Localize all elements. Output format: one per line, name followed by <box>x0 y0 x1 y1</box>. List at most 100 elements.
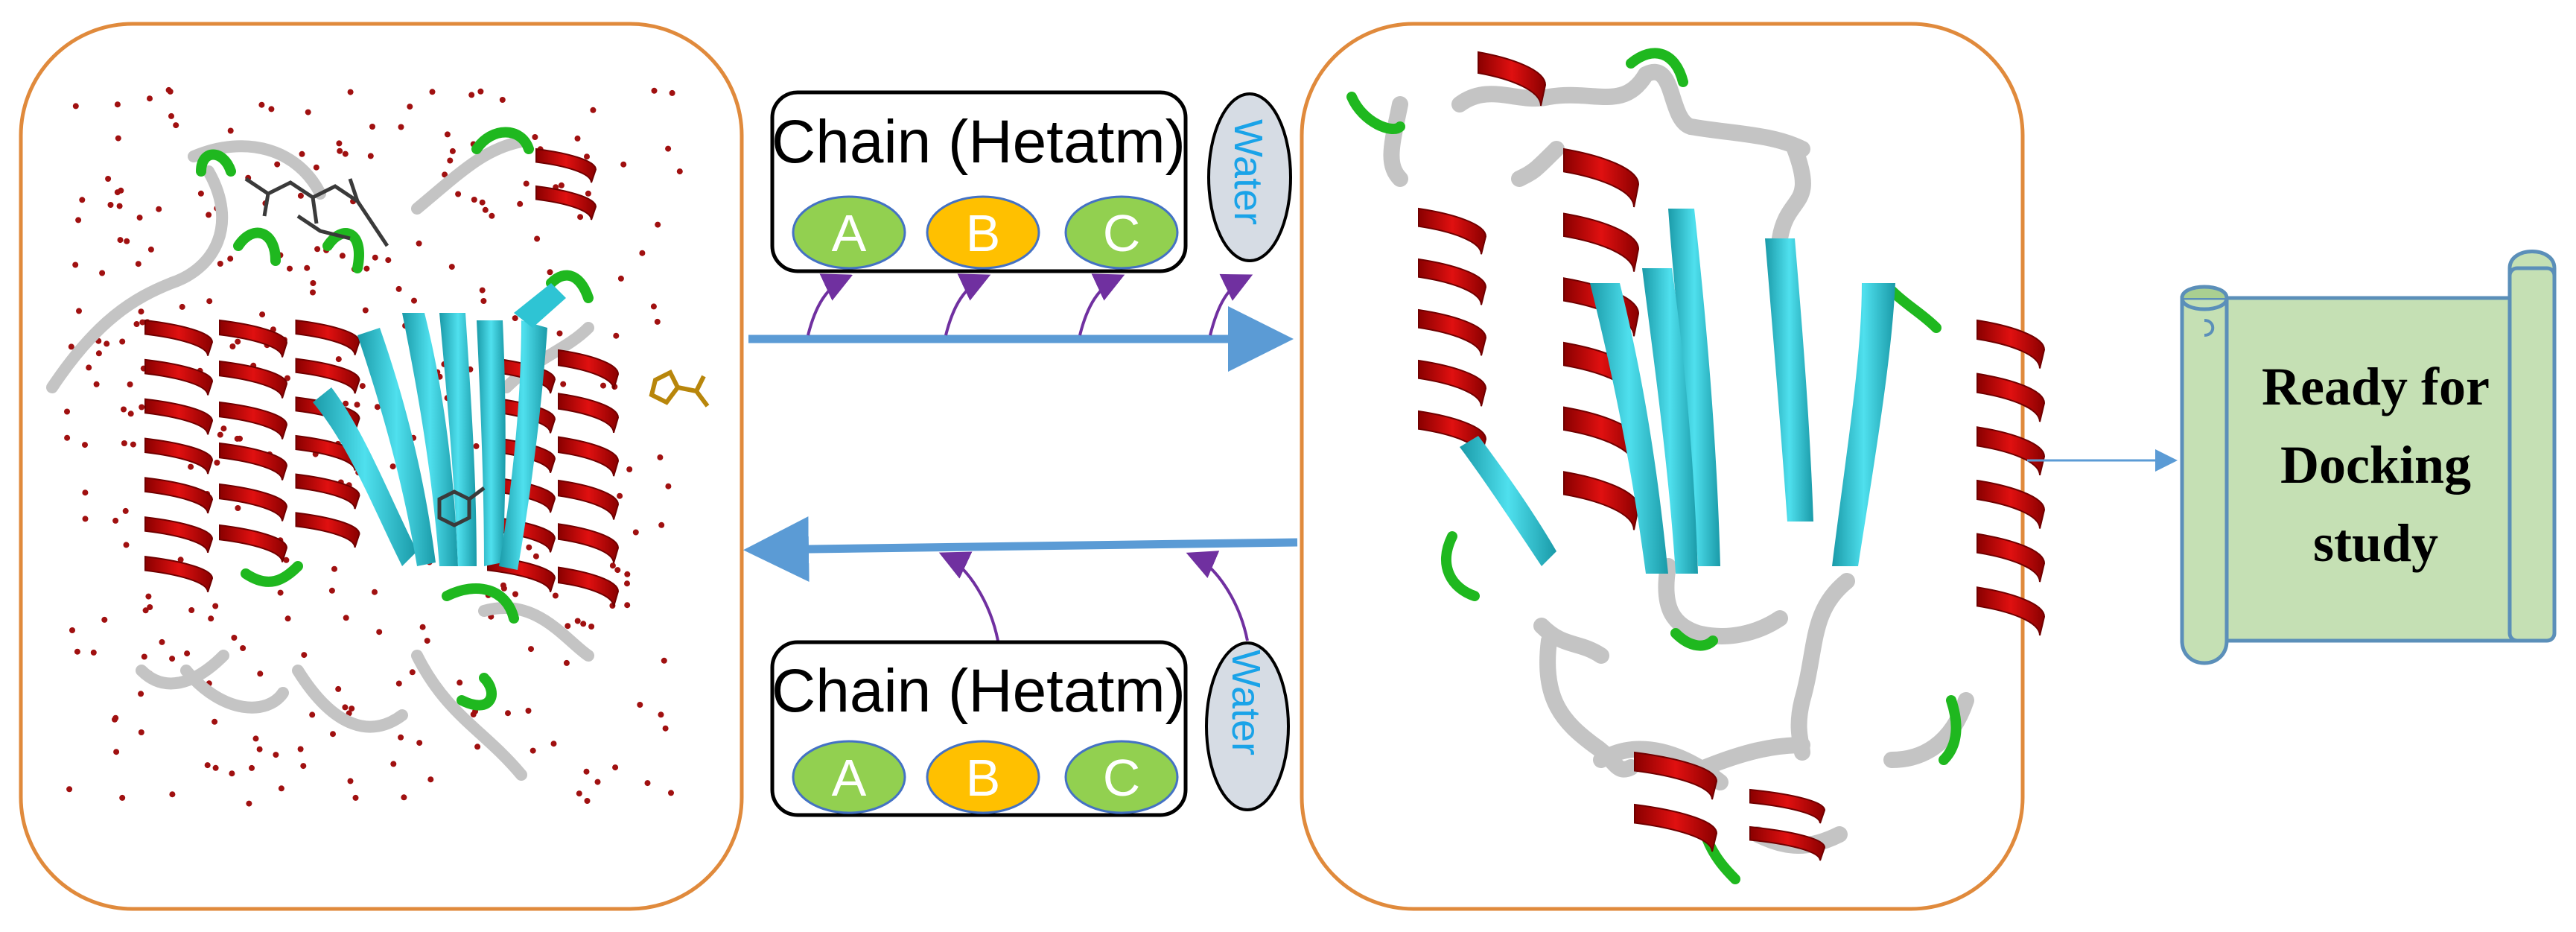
water-dot <box>339 253 346 259</box>
water-dot <box>563 659 570 666</box>
water-dot <box>512 315 518 322</box>
ready-line-3: study <box>2313 513 2438 573</box>
water-dot <box>283 557 290 563</box>
water-dot <box>256 746 263 752</box>
water-dot <box>135 261 141 267</box>
raw-helix-0-turn <box>144 358 214 396</box>
water-dot <box>82 489 89 496</box>
water-dot <box>336 140 343 147</box>
water-dot <box>72 261 79 268</box>
water-dot <box>138 691 144 697</box>
water-dot <box>398 124 404 130</box>
clean-protein-strands <box>1460 209 1895 574</box>
water-dot <box>532 553 539 559</box>
water-dot <box>231 635 238 641</box>
water-dot <box>442 171 448 178</box>
water-dot <box>556 330 563 337</box>
raw-helix-1-turn <box>219 401 288 440</box>
top-water-oval: Water <box>1207 92 1292 262</box>
raw-helix-0-turn <box>144 516 214 554</box>
water-molecules <box>64 86 683 807</box>
water-dot <box>613 332 620 339</box>
raw-helix-4-turn <box>558 523 620 564</box>
top-removal-arrows <box>807 273 1253 336</box>
raw-helix-0-turn <box>144 556 214 593</box>
bottom-chain-c-label: C <box>1103 749 1141 807</box>
water-dot <box>632 529 639 536</box>
water-dot <box>249 764 255 771</box>
water-dot <box>669 89 675 96</box>
water-dot <box>119 794 126 801</box>
water-dot <box>156 206 162 212</box>
water-dot <box>532 134 538 140</box>
water-dot <box>197 190 204 197</box>
water-dot <box>407 104 413 110</box>
water-dot <box>651 87 658 94</box>
water-dot <box>139 404 145 410</box>
water-dot <box>372 254 378 261</box>
water-dot <box>343 400 349 407</box>
raw-helix-1-turn <box>219 360 288 399</box>
water-dot <box>208 615 214 622</box>
water-dot <box>127 381 133 387</box>
bottom-chain-c: C <box>1064 740 1179 814</box>
water-dot <box>68 343 74 350</box>
water-dot <box>525 708 532 714</box>
raw-protein-turns <box>196 127 594 711</box>
raw-helix-1-turn <box>219 319 288 358</box>
raw-protein-coils <box>46 136 594 781</box>
clean-helix-0-turn <box>1418 258 1487 305</box>
top-chain-c: C <box>1064 195 1179 270</box>
water-dot <box>95 350 102 357</box>
water-dot <box>395 285 402 292</box>
clean-helix-0-turn <box>1418 308 1487 356</box>
clean-helix-0-turn <box>1418 359 1487 407</box>
water-dot <box>121 440 127 446</box>
water-dot <box>620 161 627 168</box>
water-dot <box>104 340 110 347</box>
water-dot <box>468 92 475 98</box>
water-dot <box>565 623 571 630</box>
water-dot <box>588 624 595 630</box>
clean-helix-2-turn <box>1976 373 2046 422</box>
water-dot <box>369 124 375 130</box>
water-dot <box>376 629 383 635</box>
water-dot <box>300 763 307 770</box>
water-dot <box>363 265 370 272</box>
water-dot <box>99 270 106 276</box>
water-dot <box>637 702 643 708</box>
bottom-chain-box: Chain (Hetatm) A B C <box>770 640 1188 817</box>
water-dot <box>612 764 619 771</box>
water-dot <box>624 580 630 587</box>
water-dot <box>214 460 220 466</box>
water-dot <box>64 434 71 441</box>
water-dot <box>122 507 129 514</box>
raw-helix-4-turn <box>558 566 620 607</box>
water-dot <box>240 645 247 651</box>
water-dot <box>479 287 486 294</box>
water-dot <box>534 235 541 242</box>
water-dot <box>474 744 481 750</box>
water-dot <box>662 725 669 732</box>
water-dot <box>259 311 266 318</box>
backward-arrow <box>743 516 1298 583</box>
clean-protein-panel <box>1300 22 2046 911</box>
water-dot <box>168 112 174 119</box>
water-dot <box>69 627 75 633</box>
raw-helix-4-turn <box>558 349 620 390</box>
clean-helix-4-turn <box>1634 751 1718 800</box>
water-dot <box>297 746 304 752</box>
clean-protein-helices <box>1418 51 2046 861</box>
water-dot <box>116 203 123 209</box>
water-dot <box>138 729 144 735</box>
water-dot <box>227 127 234 134</box>
water-dot <box>529 747 536 754</box>
bottom-chain-a: A <box>792 740 906 814</box>
water-dot <box>227 256 234 262</box>
water-dot <box>217 431 223 438</box>
water-dot <box>528 646 534 653</box>
water-dot <box>362 307 369 314</box>
bottom-chain-title: Chain (Hetatm) <box>772 657 1186 725</box>
water-dot <box>676 168 683 175</box>
water-dot <box>526 544 532 551</box>
